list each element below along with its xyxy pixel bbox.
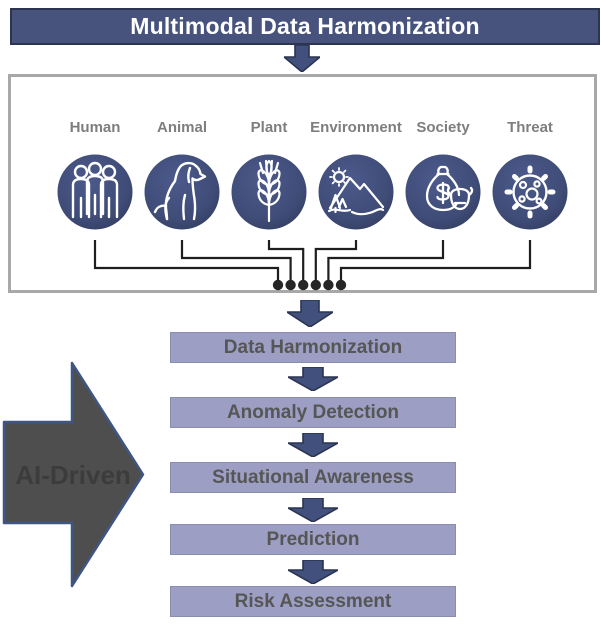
source-label-human: Human — [69, 119, 121, 136]
title-banner: Multimodal Data Harmonization — [10, 8, 600, 45]
data-sources-panel — [8, 74, 597, 293]
pipeline-step-anomaly-detection: Anomaly Detection — [170, 397, 456, 428]
hexagon-threat — [486, 140, 574, 242]
source-label-society: Society — [416, 119, 470, 136]
down-arrow-icon — [288, 498, 338, 522]
virus-icon — [504, 165, 556, 219]
hexagon-outline — [51, 140, 139, 242]
money-bag-cow-icon — [425, 165, 474, 212]
hexagon-society — [399, 138, 487, 242]
snowflake-icon — [404, 138, 426, 164]
down-arrow-icon — [288, 367, 338, 391]
pipeline-step-prediction: Prediction — [170, 524, 456, 555]
people-icon — [71, 161, 119, 219]
pipeline-step-data-harmonization: Data Harmonization — [170, 332, 456, 363]
down-arrow-icon — [287, 300, 333, 327]
pipeline-step-risk-assessment: Risk Assessment — [170, 586, 456, 617]
hexagon-outline — [399, 140, 487, 242]
hexagon-outline — [225, 140, 313, 242]
wheat-icon — [257, 159, 281, 223]
hexagon-plant — [225, 140, 313, 242]
source-label-animal: Animal — [156, 119, 207, 136]
ai-driven-arrow: AI-Driven — [2, 361, 145, 588]
down-arrow-icon — [288, 560, 338, 584]
dog-icon — [153, 161, 207, 221]
hexagon-outline — [138, 140, 226, 242]
down-arrow-icon — [288, 433, 338, 457]
source-label-environment: Environment — [310, 119, 402, 136]
ai-driven-label: AI-Driven — [15, 460, 131, 490]
down-arrow-icon — [284, 45, 320, 72]
hexagon-outline — [312, 140, 400, 242]
hexagon-environment — [312, 140, 400, 242]
source-label-plant: Plant — [250, 119, 288, 136]
hexagon-outline — [486, 140, 574, 242]
sun-mountain-icon — [327, 167, 385, 216]
source-label-threat: Threat — [507, 119, 553, 136]
hexagon-human — [51, 140, 139, 242]
pipeline-step-situational-awareness: Situational Awareness — [170, 462, 456, 493]
hexagon-animal — [138, 140, 226, 242]
